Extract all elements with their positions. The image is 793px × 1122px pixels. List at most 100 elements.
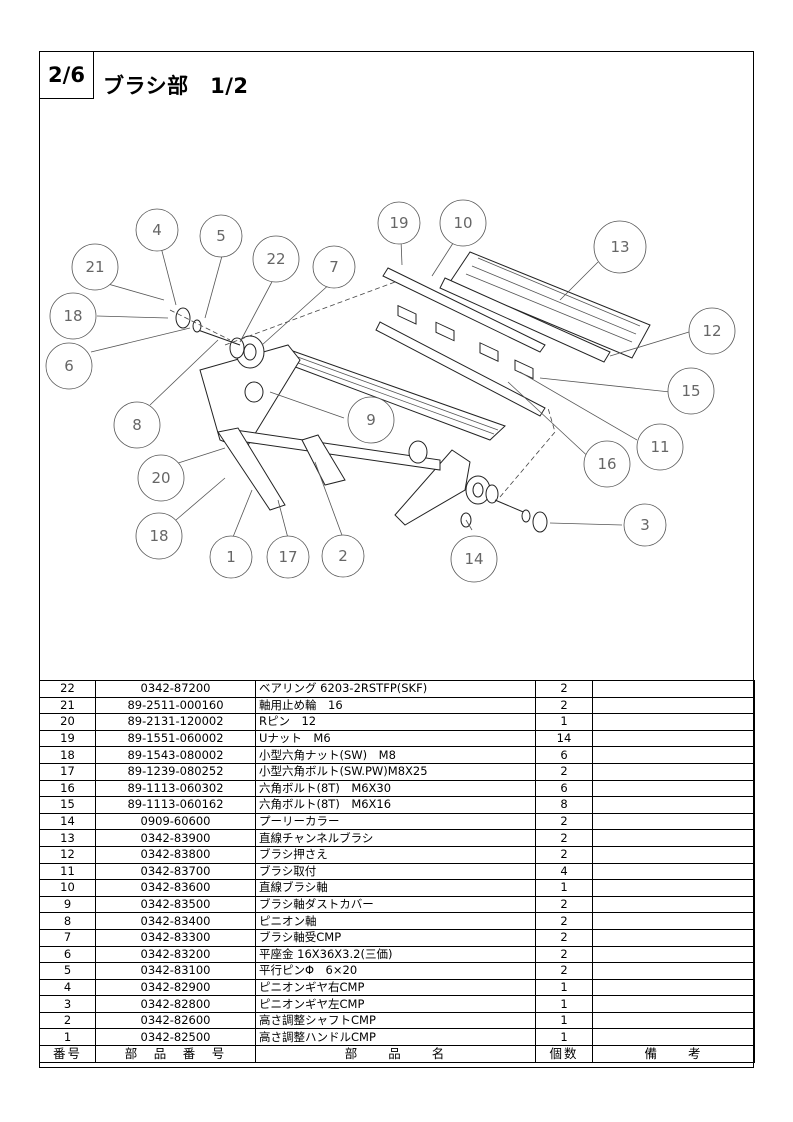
remarks [592,829,755,847]
quantity: 4 [535,862,593,881]
page-number: 2/6 [39,51,94,99]
brush-bristles-lower [289,355,499,435]
quantity: 1 [535,879,593,897]
part-name: ピニオンギヤ左CMP [255,995,536,1013]
part-number: 89-1113-060302 [95,779,256,798]
svg-text:6: 6 [64,357,74,375]
row-number: 14 [39,812,96,831]
row-number: 13 [39,829,96,847]
height-adjust-handle [217,427,286,511]
part-number: 0342-83800 [95,845,256,864]
washer-right [521,509,531,523]
brush-holder-lower [375,321,546,417]
callout-20: 20 [137,454,185,502]
quantity: 8 [535,796,593,814]
drawing-frame [39,51,754,1068]
part-name: 高さ調整シャフトCMP [255,1011,536,1030]
side-plate-right [394,449,471,526]
quantity: 2 [535,945,593,964]
row-number: 22 [39,680,96,698]
remarks-header: 備 考 [592,1045,755,1063]
remarks [592,995,755,1013]
row-number: 4 [39,978,96,997]
brush-shaft [382,267,546,353]
part-number: 0342-83300 [95,928,256,947]
remarks [592,928,755,947]
remarks [592,796,755,814]
pinion-gear-right [175,307,191,329]
row-number: 1 [39,1028,96,1047]
remarks [592,945,755,964]
callout-13: 13 [593,220,647,274]
quantity: 1 [535,713,593,731]
callout-17: 17 [266,535,310,579]
callout-9: 9 [347,396,395,444]
quantity: 2 [535,845,593,864]
part-name: ブラシ軸ダストカバー [255,895,536,914]
part-name: 高さ調整ハンドルCMP [255,1028,536,1047]
callout-4: 4 [135,208,179,252]
brush-mount-1 [397,304,417,325]
pinion-shaft-left [197,329,241,346]
washer-left [192,319,202,333]
part-name: ブラシ押さえ [255,845,536,864]
remarks [592,879,755,897]
bearing-22-right [485,484,499,504]
quantity: 1 [535,1011,593,1030]
row-number: 20 [39,713,96,731]
row-number: 11 [39,862,96,881]
part-number: 0342-83900 [95,829,256,847]
part-number: 89-1113-060162 [95,796,256,814]
part-number: 89-2511-000160 [95,696,256,715]
part-name: 平行ピンΦ 6×20 [255,962,536,980]
callout-22: 22 [252,235,300,283]
callout-21: 21 [71,243,119,291]
assembly-line-2 [499,407,556,498]
quantity: 14 [535,729,593,748]
part-name: 直線ブラシ軸 [255,879,536,897]
quantity: 2 [535,812,593,831]
row-number: 6 [39,945,96,964]
part-name: ブラシ取付 [255,862,536,881]
callout-5: 5 [199,214,243,258]
part-name: ピニオンギヤ右CMP [255,978,536,997]
part-name: 六角ボルト(8T) M6X30 [255,779,536,798]
part-name: 平座金 16X36X3.2(三価) [255,945,536,964]
row-number: 12 [39,845,96,864]
svg-text:7: 7 [329,258,339,276]
pinion-gear-left [532,511,548,533]
row-number: 5 [39,962,96,980]
part-name: 小型六角ナット(SW) M8 [255,746,536,764]
part-number: 0342-83400 [95,912,256,930]
callout-14: 14 [450,535,498,583]
svg-text:5: 5 [216,227,226,245]
svg-text:18: 18 [63,307,82,325]
part-number: 89-1551-060002 [95,729,256,748]
part-number: 0342-82600 [95,1011,256,1030]
remarks [592,762,755,781]
row-number: 19 [39,729,96,748]
part-number: 0342-83700 [95,862,256,881]
part-number: 0342-82900 [95,978,256,997]
part-number: 0342-87200 [95,680,256,698]
row-number: 3 [39,995,96,1013]
pinion-shaft-right [494,499,529,515]
quantity: 1 [535,978,593,997]
pulley-collar-right [408,440,428,464]
part-number: 0342-83100 [95,962,256,980]
part-number: 89-1239-080252 [95,762,256,781]
height-adjust-shaft [301,434,346,486]
part-number-header: 部 品 番 号 [95,1045,256,1063]
part-number: 0342-83500 [95,895,256,914]
callout-11: 11 [636,423,684,471]
